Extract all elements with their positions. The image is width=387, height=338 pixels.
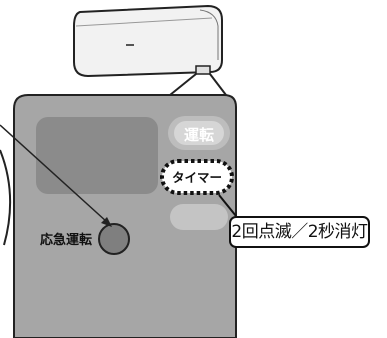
operation-indicator: 運転 — [168, 116, 230, 150]
third-indicator — [170, 204, 228, 230]
leader-arrowhead — [101, 217, 112, 227]
leader-line — [0, 124, 108, 223]
display-window — [36, 117, 158, 194]
zoom-line-left — [169, 73, 197, 96]
blink-pattern-callout: 2回点滅／2秒消灯 — [229, 216, 370, 248]
air-conditioner-unit — [73, 4, 223, 78]
operation-indicator-label: 運転 — [184, 126, 214, 144]
zoom-line-right — [209, 73, 227, 96]
timer-indicator: タイマー — [160, 159, 234, 195]
emergency-button-label: 応急運転 — [40, 232, 92, 248]
emergency-operation-button[interactable] — [98, 223, 130, 255]
left-edge-arc — [0, 149, 12, 246]
timer-indicator-label: タイマー — [172, 170, 222, 185]
callout-pointer — [218, 194, 237, 217]
